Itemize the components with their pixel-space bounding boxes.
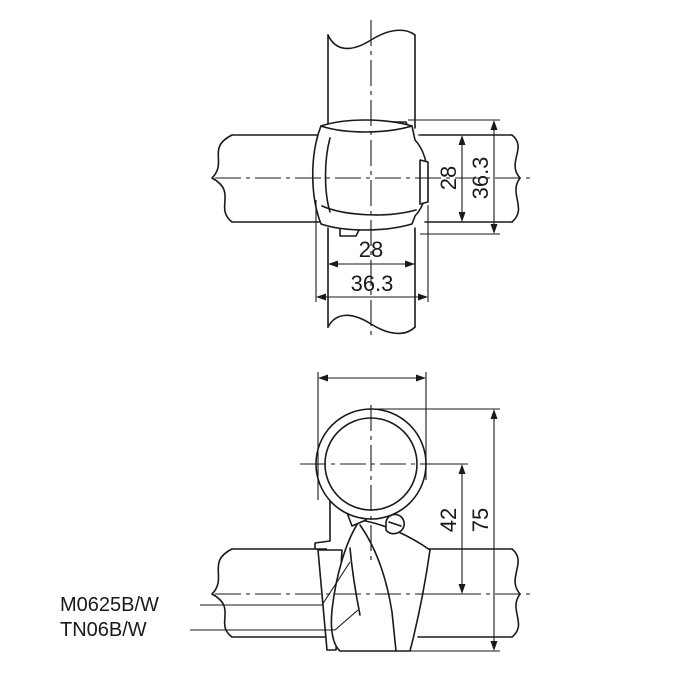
part-leader-lines [190,561,359,631]
part-label-tn06: TN06B/W [60,619,147,641]
pipe-break-left [211,134,233,223]
dim-side-width [317,372,427,500]
dim-label-top-h-outer: 36.3 [351,271,394,296]
dim-label-side-center: 42 [436,508,461,532]
top-view: 28 36.3 28 36.3 [211,20,535,337]
top-centerlines [215,20,535,337]
dim-label-top-v-outer: 36.3 [468,157,493,200]
clamp-body-top [312,119,429,237]
dim-label-top-h-inner: 28 [359,237,383,262]
side-horizontal-pipe [211,548,521,638]
dim-top-horizontal-inner [327,230,416,268]
dim-side-height-total [376,408,500,652]
side-pipe-break-right [511,548,521,638]
clamp-body-side [314,485,431,652]
dim-top-vertical-inner [418,134,466,223]
dim-label-top-v-inner: 28 [436,166,461,190]
side-pipe-break-left [211,548,233,638]
dim-top-vertical-outer [408,119,500,235]
side-centerlines [215,405,535,595]
part-label-m0625: M0625B/W [60,594,159,616]
dim-top-horizontal-outer [315,200,429,302]
dim-side-height-center [420,463,468,595]
side-view: 42 75 M0625B/W TN06B/W [60,372,535,652]
dim-label-side-total: 75 [468,508,493,532]
